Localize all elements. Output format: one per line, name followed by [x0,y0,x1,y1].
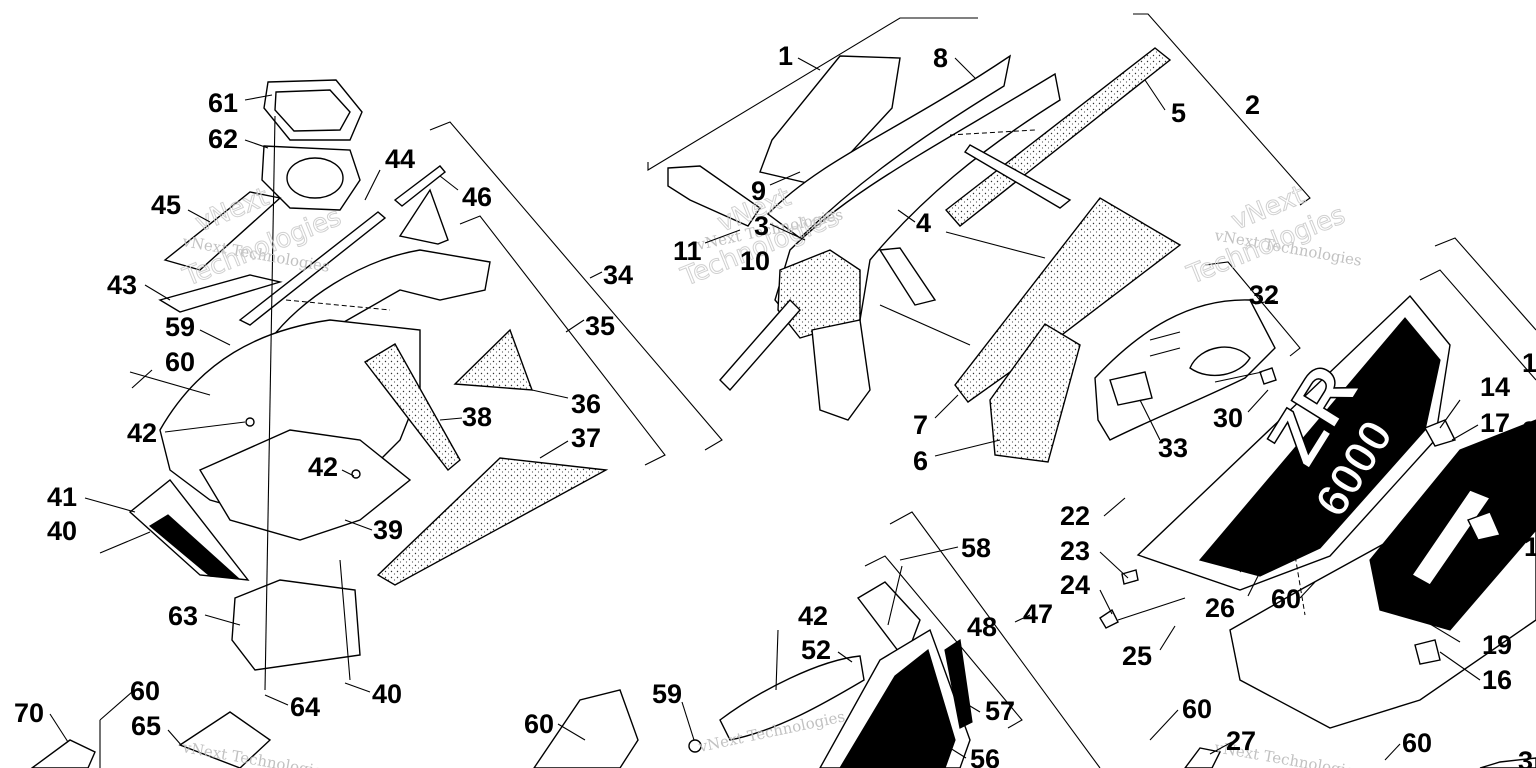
callout-label: 35 [585,311,615,341]
callout-label: 40 [372,679,402,709]
callout-label-partial: 2 [1522,416,1536,446]
callout-label: 63 [168,601,198,631]
callout-label: 60 [524,709,554,739]
callout-label: 8 [933,43,948,73]
callout-label: 60 [1271,584,1301,614]
callout-label: 59 [652,679,682,709]
callout-label: 25 [1122,641,1152,671]
callout-label: 59 [165,312,195,342]
callout-label: 10 [740,246,770,276]
callouts: 1 8 5 2 9 4 3 11 10 7 6 32 30 33 14 17 2… [14,41,1536,768]
callout-label: 44 [385,144,415,174]
callout-label: 42 [308,452,338,482]
callout-label: 52 [801,635,831,665]
callout-label: 57 [985,696,1015,726]
callout-label: 60 [1402,728,1432,758]
callout-label: 60 [165,347,195,377]
callout-label: 23 [1060,536,1090,566]
callout-label: 27 [1226,726,1256,756]
callout-label: 24 [1060,570,1090,600]
callout-label: 58 [961,533,991,563]
callout-label: 16 [1482,665,1512,695]
callout-label: 60 [130,676,160,706]
callout-label: 42 [798,601,828,631]
callout-label: 4 [916,208,931,238]
callout-label: 45 [151,190,181,220]
callout-label-partial: 1 [1524,532,1536,562]
callout-label-partial: 1 [1524,448,1536,478]
callout-label: 48 [967,612,997,642]
callout-label: 62 [208,124,238,154]
callout-label: 30 [1213,403,1243,433]
callout-label: 37 [571,423,601,453]
callout-label: 47 [1023,599,1053,629]
callout-label: 33 [1158,433,1188,463]
callout-label: 19 [1482,630,1512,660]
callout-label: 6 [913,446,928,476]
callout-label: 2 [1245,90,1260,120]
side-panel-group: ZR 6000 [1136,237,1536,729]
callout-label: 34 [603,260,633,290]
callout-label: 39 [373,515,403,545]
callout-label: 9 [751,176,766,206]
callout-label: 7 [913,410,928,440]
callout-label: 36 [571,389,601,419]
nose-pan-group [99,79,723,691]
callout-label: 41 [47,482,77,512]
callout-label: 26 [1205,593,1235,623]
callout-label: 1 [778,41,793,71]
callout-label: 11 [673,236,702,266]
upper-center-group [647,13,1311,463]
callout-label: 40 [47,516,77,546]
side-panel-left-group [533,511,1101,768]
callout-label: 22 [1060,501,1090,531]
callout-label: 32 [1249,280,1279,310]
callout-label: 14 [1480,372,1510,402]
callout-label: 43 [107,270,137,300]
callout-label: 61 [208,88,238,118]
headlight-cover-group [1094,261,1301,441]
callout-label-partial: 3 [1518,746,1533,768]
callout-label: 46 [462,182,492,212]
callout-label: 5 [1171,98,1186,128]
callout-label-partial: 1 [1522,348,1536,378]
callout-label: 64 [290,692,320,722]
callout-label: 56 [970,744,1000,768]
callout-label: 17 [1480,408,1510,438]
callout-label: 70 [14,698,44,728]
callout-label: 42 [127,418,157,448]
callout-label: 3 [754,211,769,241]
callout-label: 38 [462,402,492,432]
callout-label: 65 [131,711,161,741]
callout-label: 60 [1182,694,1212,724]
